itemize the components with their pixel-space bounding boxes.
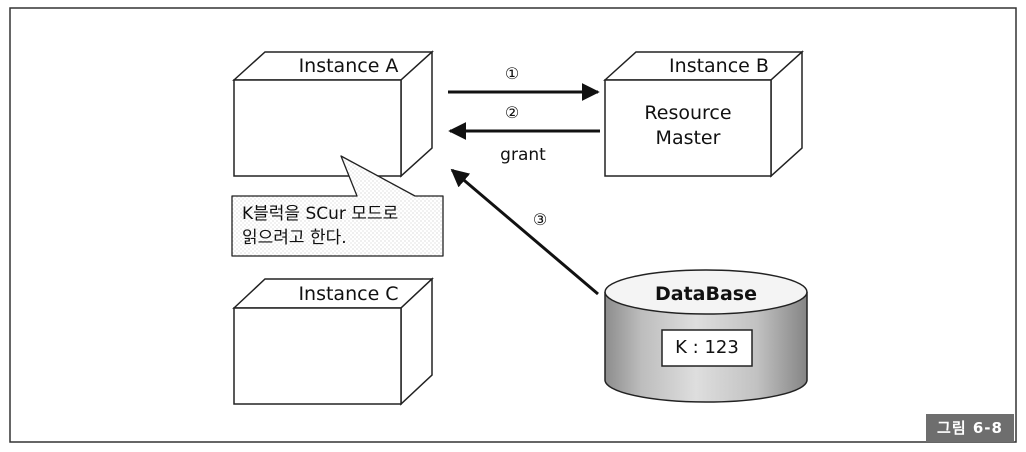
figure-frame bbox=[9, 7, 1017, 443]
grant-label: grant bbox=[500, 145, 546, 165]
instance-c-title: Instance C bbox=[298, 283, 399, 305]
resource-master-line2: Master bbox=[655, 127, 721, 149]
callout-line1: K블럭을 SCur 모드로 bbox=[242, 204, 399, 224]
step-1-marker: ① bbox=[504, 64, 520, 83]
instance-b-title: Instance B bbox=[669, 55, 769, 77]
instance-a-box bbox=[232, 50, 434, 178]
instance-c-box bbox=[232, 277, 434, 406]
record-box bbox=[661, 329, 753, 367]
database-cylinder bbox=[604, 269, 808, 403]
database-title: DataBase bbox=[655, 283, 757, 305]
step-2-marker: ② bbox=[504, 103, 520, 122]
callout-bubble bbox=[231, 155, 444, 257]
arrow-step3 bbox=[450, 168, 599, 296]
instance-a-title: Instance A bbox=[298, 55, 399, 77]
step-3-marker: ③ bbox=[532, 210, 548, 229]
database-record: K : 123 bbox=[675, 337, 739, 358]
instance-b-box bbox=[603, 50, 804, 178]
figure-tag: 그림 6-8 bbox=[926, 414, 1014, 442]
callout-line2: 읽으려고 한다. bbox=[242, 228, 347, 248]
resource-master-line1: Resource bbox=[644, 102, 732, 124]
